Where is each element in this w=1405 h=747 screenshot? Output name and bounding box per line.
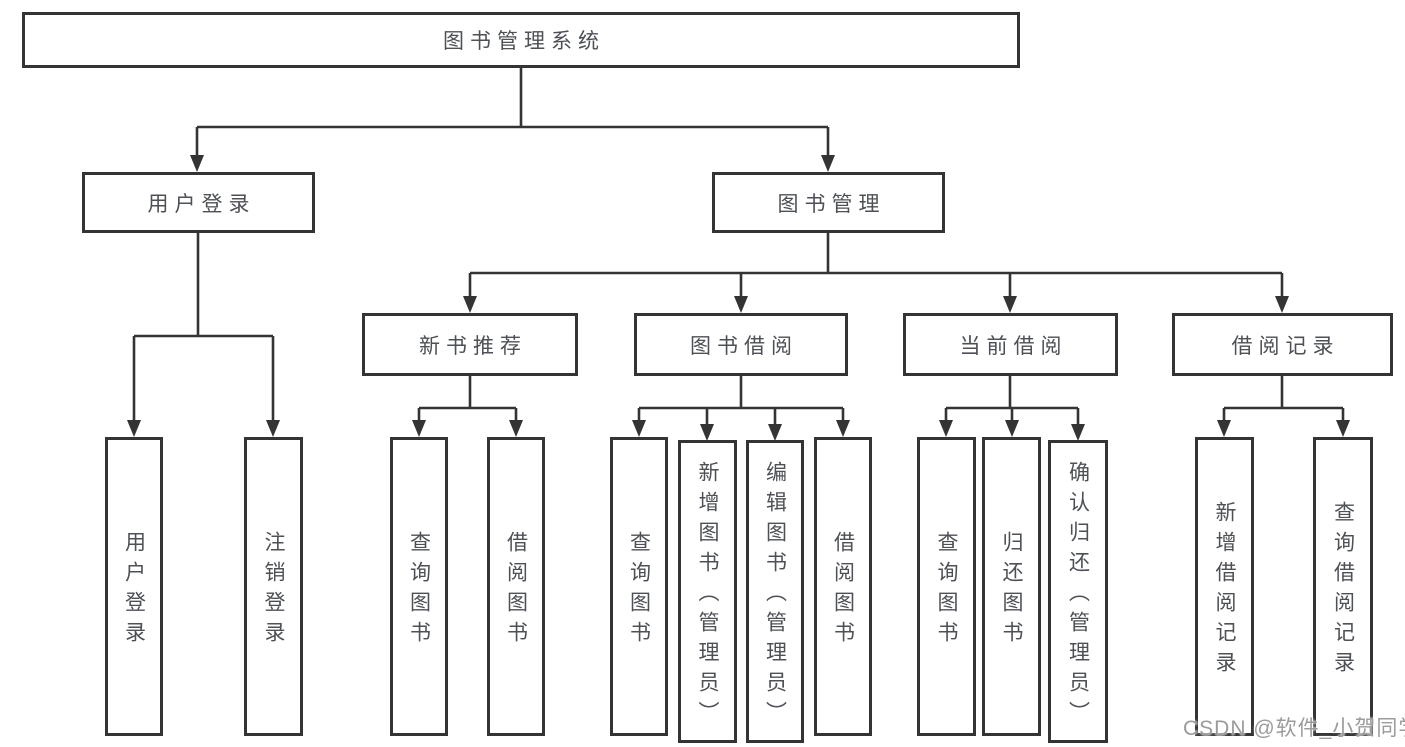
arrow-icon: [1336, 420, 1350, 437]
leaf-recommend-borrow-book: 借阅图书: [487, 437, 545, 736]
leaf-borrow-query-book: 查询图书: [610, 437, 668, 736]
node-current-borrow: 当前借阅: [903, 313, 1118, 376]
leaf-current-return-book: 归还图书: [982, 437, 1041, 736]
arrow-icon: [127, 420, 141, 437]
node-book-management: 图书管理: [712, 172, 945, 233]
arrow-icon: [1003, 296, 1017, 313]
arrow-icon: [509, 420, 523, 437]
leaf-borrow-borrow-book: 借阅图书: [814, 437, 872, 736]
node-user-login: 用户登录: [82, 172, 315, 233]
arrow-icon: [412, 420, 426, 437]
leaf-logout: 注销登录: [244, 437, 303, 736]
csdn-watermark: CSDN @软件_小贺同学: [1183, 717, 1405, 740]
leaf-record-add-borrow-record: 新增借阅记录: [1195, 437, 1254, 736]
node-borrow-record: 借阅记录: [1172, 313, 1393, 376]
leaf-current-query-book: 查询图书: [917, 437, 976, 736]
connector-new-book-rec: [417, 376, 518, 425]
arrow-icon: [821, 155, 835, 172]
connector-current-borrow: [944, 376, 1080, 429]
leaf-borrow-add-book-admin: 新增图书（管理员）: [678, 440, 737, 743]
arrow-icon: [768, 424, 782, 441]
arrow-icon: [1275, 296, 1289, 313]
leaf-current-confirm-return-admin: 确认归还（管理员）: [1048, 440, 1108, 743]
node-new-book-recommend: 新书推荐: [362, 313, 578, 376]
leaf-user-login: 用户登录: [105, 437, 163, 736]
arrow-icon: [190, 155, 204, 172]
connector-borrow-record: [1222, 376, 1345, 425]
arrow-icon: [1071, 424, 1085, 441]
node-book-borrow: 图书借阅: [634, 313, 848, 376]
arrow-icon: [939, 420, 953, 437]
connector-book-borrow: [637, 376, 845, 429]
leaf-recommend-query-book: 查询图书: [390, 437, 448, 736]
connector-book-mgmt: [468, 233, 1284, 301]
arrow-icon: [734, 296, 748, 313]
arrow-icon: [700, 424, 714, 441]
leaf-record-query-borrow-record: 查询借阅记录: [1313, 437, 1373, 736]
arrow-icon: [1005, 420, 1019, 437]
arrow-icon: [266, 420, 280, 437]
connector-root: [195, 68, 830, 160]
connector-user-login: [132, 233, 275, 425]
arrow-icon: [632, 420, 646, 437]
arrow-icon: [463, 296, 477, 313]
arrow-icon: [1217, 420, 1231, 437]
node-root-system: 图书管理系统: [22, 12, 1020, 68]
leaf-borrow-edit-book-admin: 编辑图书（管理员）: [746, 440, 804, 743]
arrow-icon: [836, 420, 850, 437]
